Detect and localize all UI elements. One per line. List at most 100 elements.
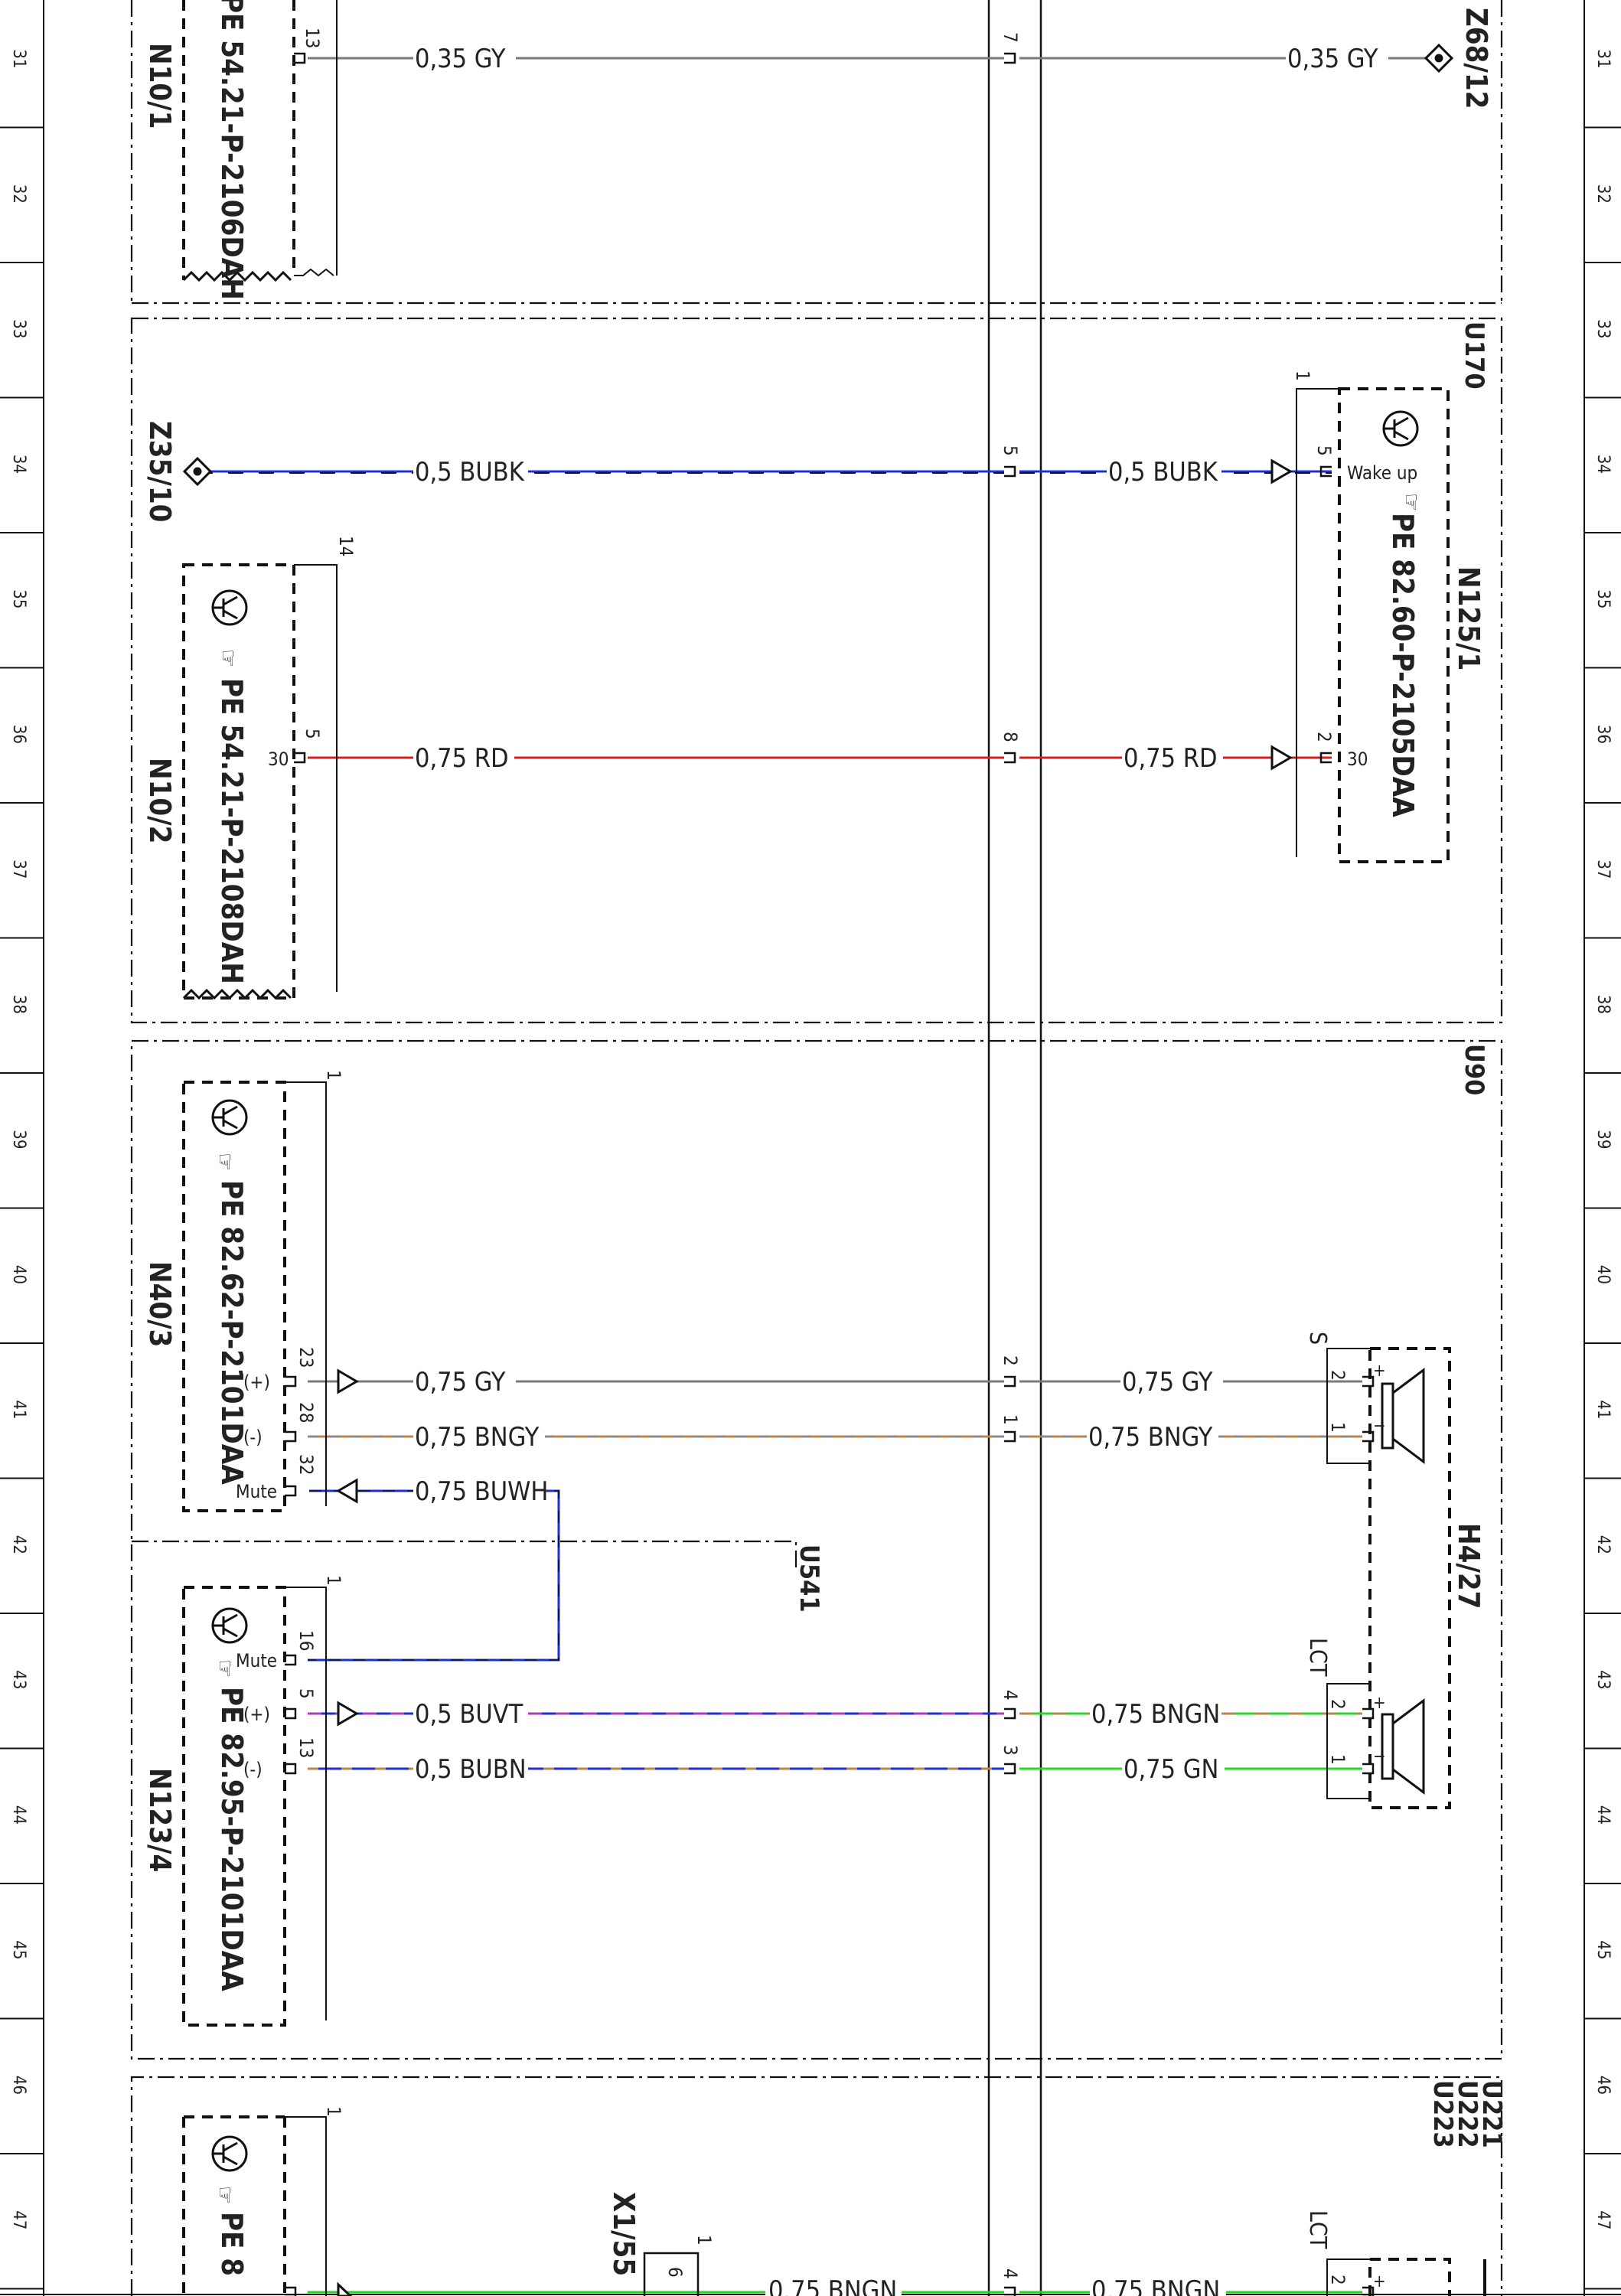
- ruler-number: 44: [9, 1805, 28, 1825]
- pointing-hand-icon: ☞: [211, 1153, 238, 1171]
- n125-1-id: N125/1: [1452, 566, 1486, 670]
- n40-3-pin-name: (-): [243, 1427, 263, 1448]
- pin-bottom: 4: [1000, 2268, 1021, 2279]
- h4-27-s-pin: 2: [1327, 1370, 1349, 1381]
- ruler-number: 33: [1593, 319, 1613, 338]
- connector-bus: [987, 0, 1042, 2296]
- x1-55-id: X1/55: [607, 2192, 641, 2276]
- bottom-part: PE 8: [215, 2212, 249, 2276]
- wire-label-bottom-right: 0,75 BNGN: [1091, 2275, 1220, 2296]
- wire-label-gy-a-right: 0,35 GY: [1287, 44, 1378, 74]
- pin-gy-a: 7: [1000, 32, 1021, 43]
- ruler-number: 31: [1593, 49, 1613, 68]
- n123-4-box: [182, 1586, 286, 2027]
- wire-label-bubk-right: 0,5 BUBK: [1108, 457, 1218, 488]
- wire-label-bottom-left: 0,75 BNGN: [768, 2275, 897, 2296]
- n123-4-pin-no: 5: [295, 1688, 317, 1699]
- x1-55-pin: 6: [664, 2267, 686, 2278]
- ruler-number: 43: [9, 1670, 28, 1689]
- h4-27-lct-pin: 2: [1327, 1699, 1349, 1710]
- z68-12-label: Z68/12: [1460, 8, 1493, 109]
- connector-pin-numbers: 7 5 8 2 1 4 3 4: [1000, 32, 1021, 2279]
- wire-label-bngy-left: 0,75 BNGY: [415, 1422, 540, 1453]
- h4-27-s-pin: 1: [1327, 1422, 1349, 1433]
- wire-label-gy-b-left: 0,75 GY: [415, 1367, 506, 1397]
- n10-1-box: [182, 0, 295, 280]
- left-pin-labels: 13 14 5 30 1 23 28 32 (+) (-) Mute 1 16 …: [236, 28, 715, 2278]
- wire-label-gy-b-right: 0,75 GY: [1122, 1367, 1213, 1397]
- h4-27: [1326, 1347, 1451, 1809]
- ruler-number: 39: [9, 1130, 28, 1149]
- pointing-hand-icon: ☞: [211, 2186, 238, 2204]
- n40-3-pin-name: (+): [243, 1371, 270, 1393]
- h4-27-minus: −: [1373, 1747, 1386, 1766]
- wire-label-gn-right: 0,75 GN: [1124, 1754, 1218, 1785]
- left-components: [182, 0, 338, 2296]
- n125-1-part: PE 82.60-P-2105DAA: [1386, 513, 1420, 817]
- ruler-number: 45: [9, 1940, 28, 1959]
- n10-2-part: PE 54.21-P-2108DAH: [215, 678, 249, 984]
- transistor-icon: [211, 1099, 248, 1136]
- h4-27-s-label: S: [1304, 1332, 1331, 1345]
- wire-label-bubk-left: 0,5 BUBK: [415, 457, 525, 488]
- bottom-lct-label: LCT: [1304, 2210, 1331, 2249]
- ruler-number: 41: [9, 1400, 28, 1419]
- ruler-number: 46: [1593, 2076, 1613, 2095]
- ruler-number: 47: [1593, 2210, 1613, 2229]
- z68-12-id: Z68/12: [1460, 8, 1493, 109]
- ruler-number: 39: [1593, 1130, 1613, 1149]
- wire-label-gy-a-left: 0,35 GY: [415, 44, 506, 74]
- splice-nodes: [182, 43, 1454, 487]
- ruler-number: 33: [9, 319, 28, 338]
- ruler-number: 40: [1593, 1265, 1613, 1284]
- h4-27-minus: −: [1373, 1417, 1386, 1436]
- region-u541: U541: [794, 1544, 824, 1613]
- bottom-pin: 2: [1327, 2275, 1349, 2285]
- pin-buvt: 4: [1000, 1690, 1021, 1701]
- n10-1-pin-no: 13: [302, 28, 323, 48]
- pointing-hand-icons: ☞ ☞ ☞ ☞ ☞: [211, 493, 1424, 2204]
- transistor-icon: [1382, 410, 1419, 447]
- pointing-hand-icon: ☞: [214, 649, 241, 667]
- n125-1-pin-name: 30: [1347, 748, 1368, 770]
- h4-27-plus: +: [1373, 1694, 1386, 1713]
- n40-3-pin-no: 23: [295, 1347, 317, 1368]
- ruler-number: 37: [9, 859, 28, 879]
- ruler-number: 47: [9, 2210, 28, 2229]
- n40-3-pin-no: 32: [295, 1454, 317, 1475]
- ruler-number: 44: [1593, 1805, 1613, 1825]
- n123-4-id: N123/4: [143, 1768, 177, 1872]
- h4-27-plus: +: [1373, 1362, 1386, 1381]
- ruler-number: 37: [1593, 859, 1613, 879]
- wires: [197, 57, 1431, 2294]
- x1-55-box: [643, 2252, 700, 2296]
- n10-2-pin-name: 30: [268, 748, 289, 770]
- pin-rd: 8: [1000, 732, 1021, 742]
- h4-27-id: H4/27: [1452, 1523, 1486, 1609]
- region-labels: U170 U90 U541 U221 U222 U223: [794, 321, 1507, 2148]
- region-u170: U170: [1459, 321, 1489, 390]
- signal-arrows: [336, 458, 1293, 2296]
- wire-labels: 0,35 GY 0,35 GY 0,5 BUBK 0,5 BUBK 0,75 R…: [413, 43, 1388, 2296]
- bottom-right-speaker: [1326, 2258, 1486, 2296]
- z35-10-node: [182, 456, 213, 487]
- n123-4-pin-no: 13: [295, 1737, 317, 1758]
- ruler-number: 32: [9, 184, 28, 204]
- pointing-hand-icon: ☞: [1398, 493, 1424, 511]
- ruler-number: 31: [9, 49, 28, 68]
- n10-1-part: PE 54.21-P-2106DAH: [215, 0, 249, 300]
- h4-27-labels: H4/27 S LCT 2 1 2 1 + − + −: [1304, 1332, 1486, 1766]
- n40-3-pin-no: 28: [295, 1402, 317, 1423]
- wire-label-buwh: 0,75 BUWH: [415, 1476, 548, 1507]
- n123-4-conn: 1: [323, 1575, 344, 1586]
- n10-1-id: N10/1: [143, 43, 177, 129]
- n40-3-id: N40/3: [143, 1261, 177, 1347]
- left-component-labels: PE 54.21-P-2106DAH N10/1 PE 54.21-P-2108…: [143, 0, 641, 2276]
- wire-label-bngy-right: 0,75 BNGY: [1088, 1422, 1213, 1453]
- h4-27-lct-label: LCT: [1304, 1638, 1331, 1677]
- region-frames: [130, 0, 1503, 2296]
- z35-10-id: Z35/10: [143, 421, 177, 522]
- n10-2-pin-no: 5: [302, 729, 323, 739]
- n125-1-conn: 1: [1292, 370, 1313, 381]
